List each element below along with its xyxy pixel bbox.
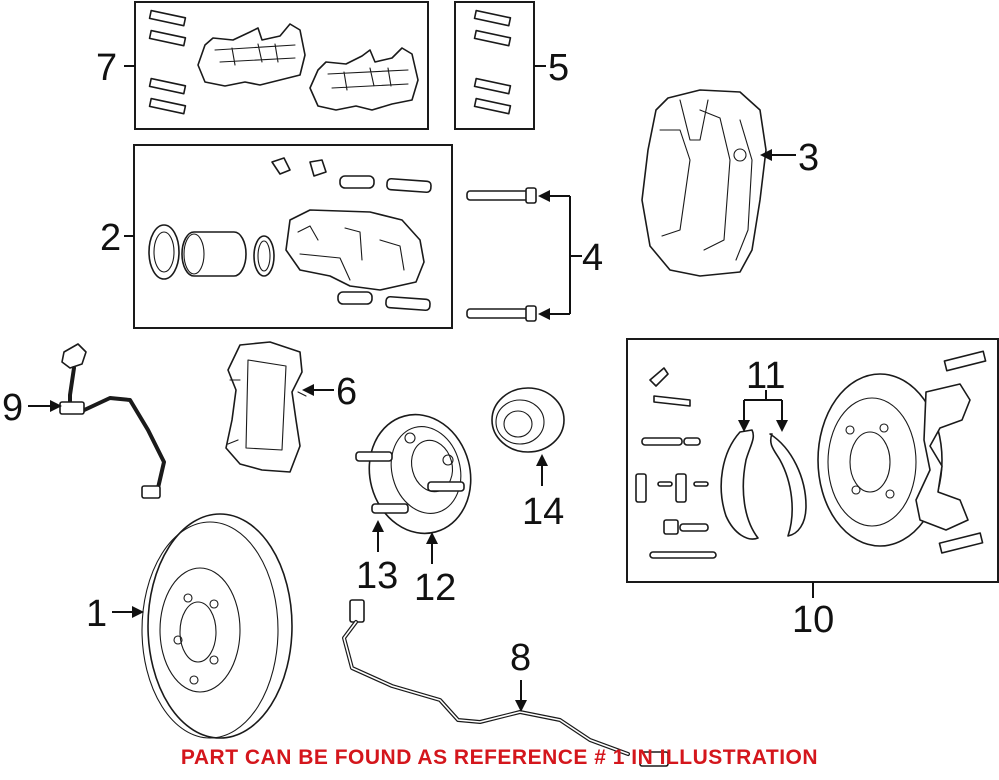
callout-1: 1 — [86, 593, 107, 635]
wear-sensor-lead — [342, 599, 669, 767]
callout-13: 13 — [356, 555, 398, 597]
brake-hose — [59, 343, 166, 499]
callout-8: 8 — [510, 637, 531, 679]
wheel-bearing — [491, 387, 565, 453]
callout-3: 3 — [798, 137, 819, 179]
hub-assembly — [355, 413, 472, 535]
box-5-shims — [454, 1, 535, 130]
reference-notice: PART CAN BE FOUND AS REFERENCE # 1 IN IL… — [180, 746, 819, 769]
callout-12: 12 — [414, 567, 456, 609]
brake-rotor — [141, 513, 293, 739]
caliper-assembly — [641, 89, 767, 277]
caliper-bracket — [225, 341, 307, 473]
box-2-caliper-kit — [133, 144, 453, 329]
callout-labels: 1 2 3 4 5 6 7 8 9 10 11 12 13 14 — [2, 47, 834, 679]
callout-7: 7 — [96, 47, 117, 89]
callout-14: 14 — [522, 491, 564, 533]
callout-2: 2 — [100, 217, 121, 259]
callout-9: 9 — [2, 387, 23, 429]
callout-5: 5 — [548, 47, 569, 89]
box-7-pad-kit — [134, 1, 429, 130]
callout-4: 4 — [582, 237, 603, 279]
callout-6: 6 — [336, 371, 357, 413]
callout-10: 10 — [792, 599, 834, 641]
leader-lines — [28, 65, 814, 712]
box-10-parking-brake-kit — [626, 338, 999, 583]
guide-bolts — [466, 187, 537, 322]
callout-11: 11 — [746, 355, 785, 397]
